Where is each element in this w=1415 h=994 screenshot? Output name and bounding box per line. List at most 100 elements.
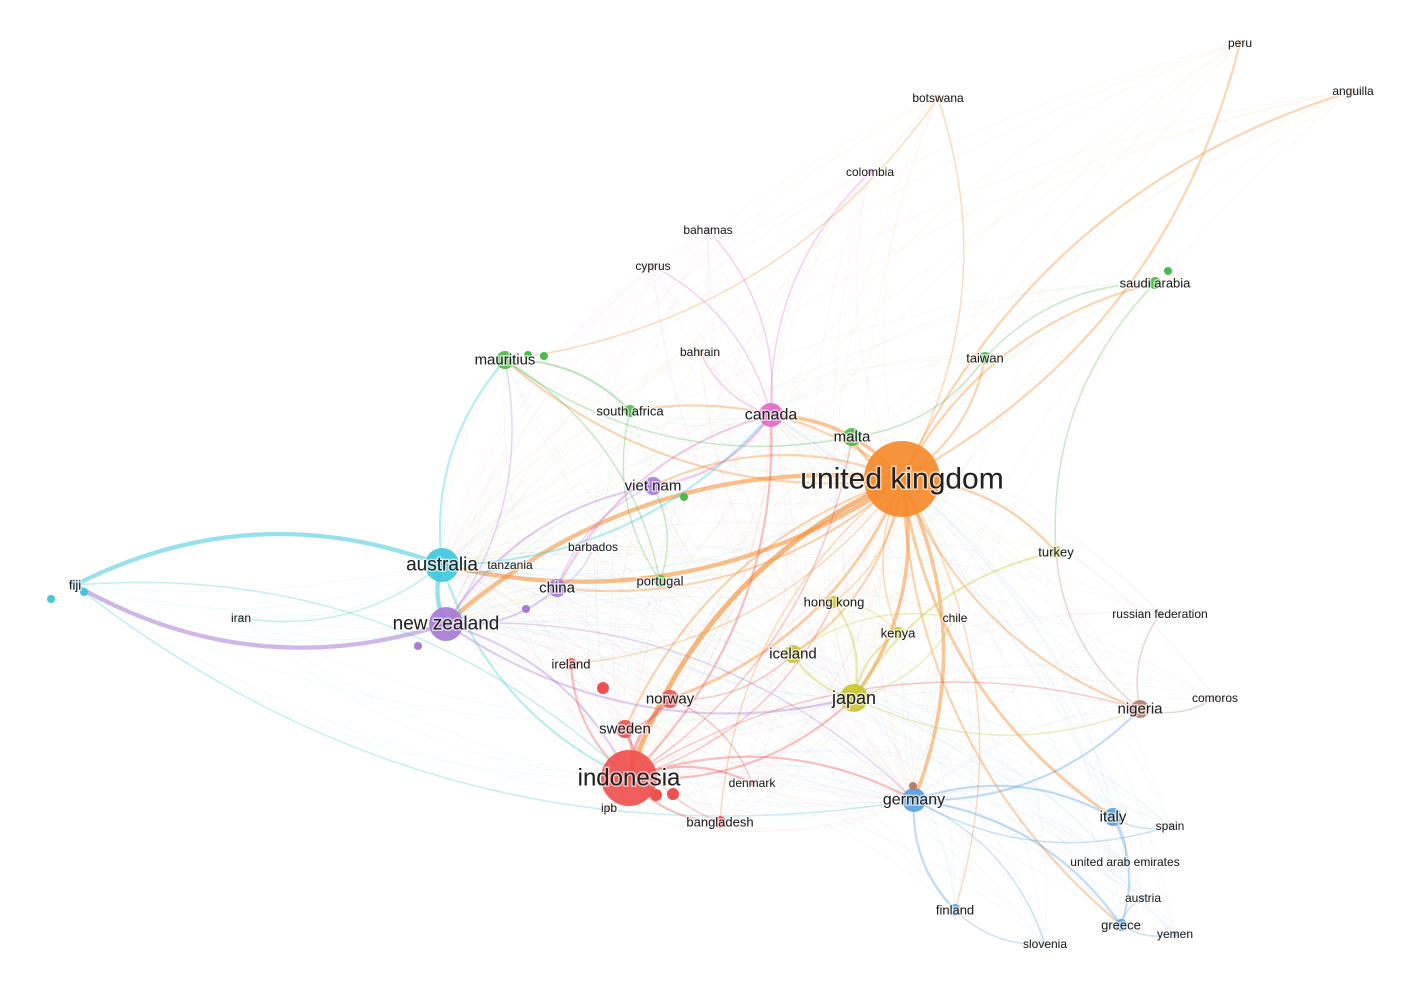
node-anguilla[interactable] [1350,88,1356,94]
node-chile[interactable] [952,615,958,621]
node-label-united-arab-emirates[interactable]: united arab emirates [1070,855,1179,869]
node-saudi-arabia[interactable] [1149,277,1161,289]
node-label-norway[interactable]: norway [646,691,695,708]
node-botswana[interactable] [935,95,941,101]
node-label-finland[interactable]: finland [936,903,974,918]
node-nigeria[interactable] [1131,700,1149,718]
node-label-united-kingdom[interactable]: united kingdom [800,463,1003,496]
background-link [445,414,772,625]
node-label-bahrain[interactable]: bahrain [680,345,720,359]
node-malta[interactable] [843,428,861,446]
node-bahamas[interactable] [705,227,711,233]
node-label-australia[interactable]: australia [406,555,478,576]
node-comoros[interactable] [1212,695,1218,701]
node-label-indonesia[interactable]: indonesia [578,765,681,792]
node-label-fiji[interactable]: fiji [69,578,81,593]
node-label-saudi-arabia[interactable]: saudi arabia [1120,276,1192,291]
node-label-south-africa[interactable]: south africa [596,404,664,419]
node-ipb[interactable] [606,805,612,811]
node-hong-kong[interactable] [828,596,840,608]
node-china[interactable] [548,579,566,597]
node-south-africa[interactable] [624,405,636,417]
node-label-ipb[interactable]: ipb [601,801,617,815]
node-bahrain[interactable] [697,349,703,355]
node-label-slovenia[interactable]: slovenia [1023,937,1067,951]
node-japan[interactable] [840,684,868,712]
node-barbados[interactable] [590,544,596,550]
node-label-turkey[interactable]: turkey [1038,545,1074,560]
node-label-austria[interactable]: austria [1125,891,1161,905]
node-label-italy[interactable]: italy [1100,809,1127,826]
node-label-spain[interactable]: spain [1156,819,1185,833]
node-peru[interactable] [1237,40,1243,46]
node-turkey[interactable] [1050,546,1062,558]
node-ireland[interactable] [565,658,577,670]
node-label-denmark[interactable]: denmark [729,776,777,790]
node-label-portugal[interactable]: portugal [637,574,684,589]
node-label-iceland[interactable]: iceland [769,646,817,663]
node-fiji[interactable] [69,579,81,591]
node-label-chile[interactable]: chile [943,611,968,625]
node-iceland[interactable] [784,645,802,663]
node-finland[interactable] [949,904,961,916]
node-label-cyprus[interactable]: cyprus [635,259,670,273]
node-label-bangladesh[interactable]: bangladesh [686,815,753,830]
node-indonesia[interactable] [601,750,657,806]
node-label-mauritius[interactable]: mauritius [475,352,536,369]
node-russian-federation[interactable] [1157,611,1163,617]
node-label-halo: tanzania [487,558,533,572]
node-cyprus[interactable] [650,263,656,269]
node-norway[interactable] [661,690,679,708]
node-label-colombia[interactable]: colombia [846,165,894,179]
node-label-new-zealand[interactable]: new zealand [393,614,500,635]
node-label-bahamas[interactable]: bahamas [683,223,732,237]
node-denmark[interactable] [749,780,755,786]
node-label-iran[interactable]: iran [231,611,251,625]
node-label-greece[interactable]: greece [1101,918,1141,933]
node-label-japan[interactable]: japan [831,688,876,708]
node-label-sweden[interactable]: sweden [599,721,651,738]
node-label-malta[interactable]: malta [834,429,871,446]
node-italy[interactable] [1104,808,1122,826]
node-label-comoros[interactable]: comoros [1192,691,1238,705]
node-united-kingdom[interactable] [864,441,940,517]
node-label-china[interactable]: china [539,580,576,597]
node-greece[interactable] [1115,919,1127,931]
node-slovenia[interactable] [1042,941,1048,947]
node-new-zealand[interactable] [429,607,463,641]
node-label-yemen[interactable]: yemen [1157,927,1193,941]
node-label-barbados[interactable]: barbados [568,540,618,554]
node-label-viet-nam[interactable]: viet nam [625,478,682,495]
node-tanzania[interactable] [507,562,513,568]
node-label-anguilla[interactable]: anguilla [1332,84,1374,98]
node-kenya[interactable] [892,627,904,639]
node-label-peru[interactable]: peru [1228,36,1252,50]
node-mauritius[interactable] [496,351,514,369]
node-bangladesh[interactable] [714,816,726,828]
node-taiwan[interactable] [979,352,991,364]
node-australia[interactable] [425,548,459,582]
node-canada[interactable] [759,403,783,427]
node-label-nigeria[interactable]: nigeria [1117,701,1163,718]
node-germany[interactable] [902,788,926,812]
node-label-tanzania[interactable]: tanzania [487,558,533,572]
node-sweden[interactable] [616,720,634,738]
node-label-taiwan[interactable]: taiwan [966,351,1004,366]
node-united-arab-emirates[interactable] [1122,859,1128,865]
background-link [913,799,1046,945]
node-yemen[interactable] [1172,931,1178,937]
node-portugal[interactable] [654,575,666,587]
node-austria[interactable] [1140,895,1146,901]
node-colombia[interactable] [867,169,873,175]
node-iran[interactable] [238,615,244,621]
satellite-node [1164,267,1172,275]
node-label-germany[interactable]: germany [883,792,945,809]
node-label-botswana[interactable]: botswana [912,91,964,105]
node-label-kenya[interactable]: kenya [881,626,916,641]
node-label-ireland[interactable]: ireland [551,657,590,672]
node-label-hong-kong[interactable]: hong kong [804,595,865,610]
node-viet-nam[interactable] [644,477,662,495]
node-label-canada[interactable]: canada [745,407,798,424]
node-label-russian-federation[interactable]: russian federation [1112,607,1207,621]
node-spain[interactable] [1167,823,1173,829]
